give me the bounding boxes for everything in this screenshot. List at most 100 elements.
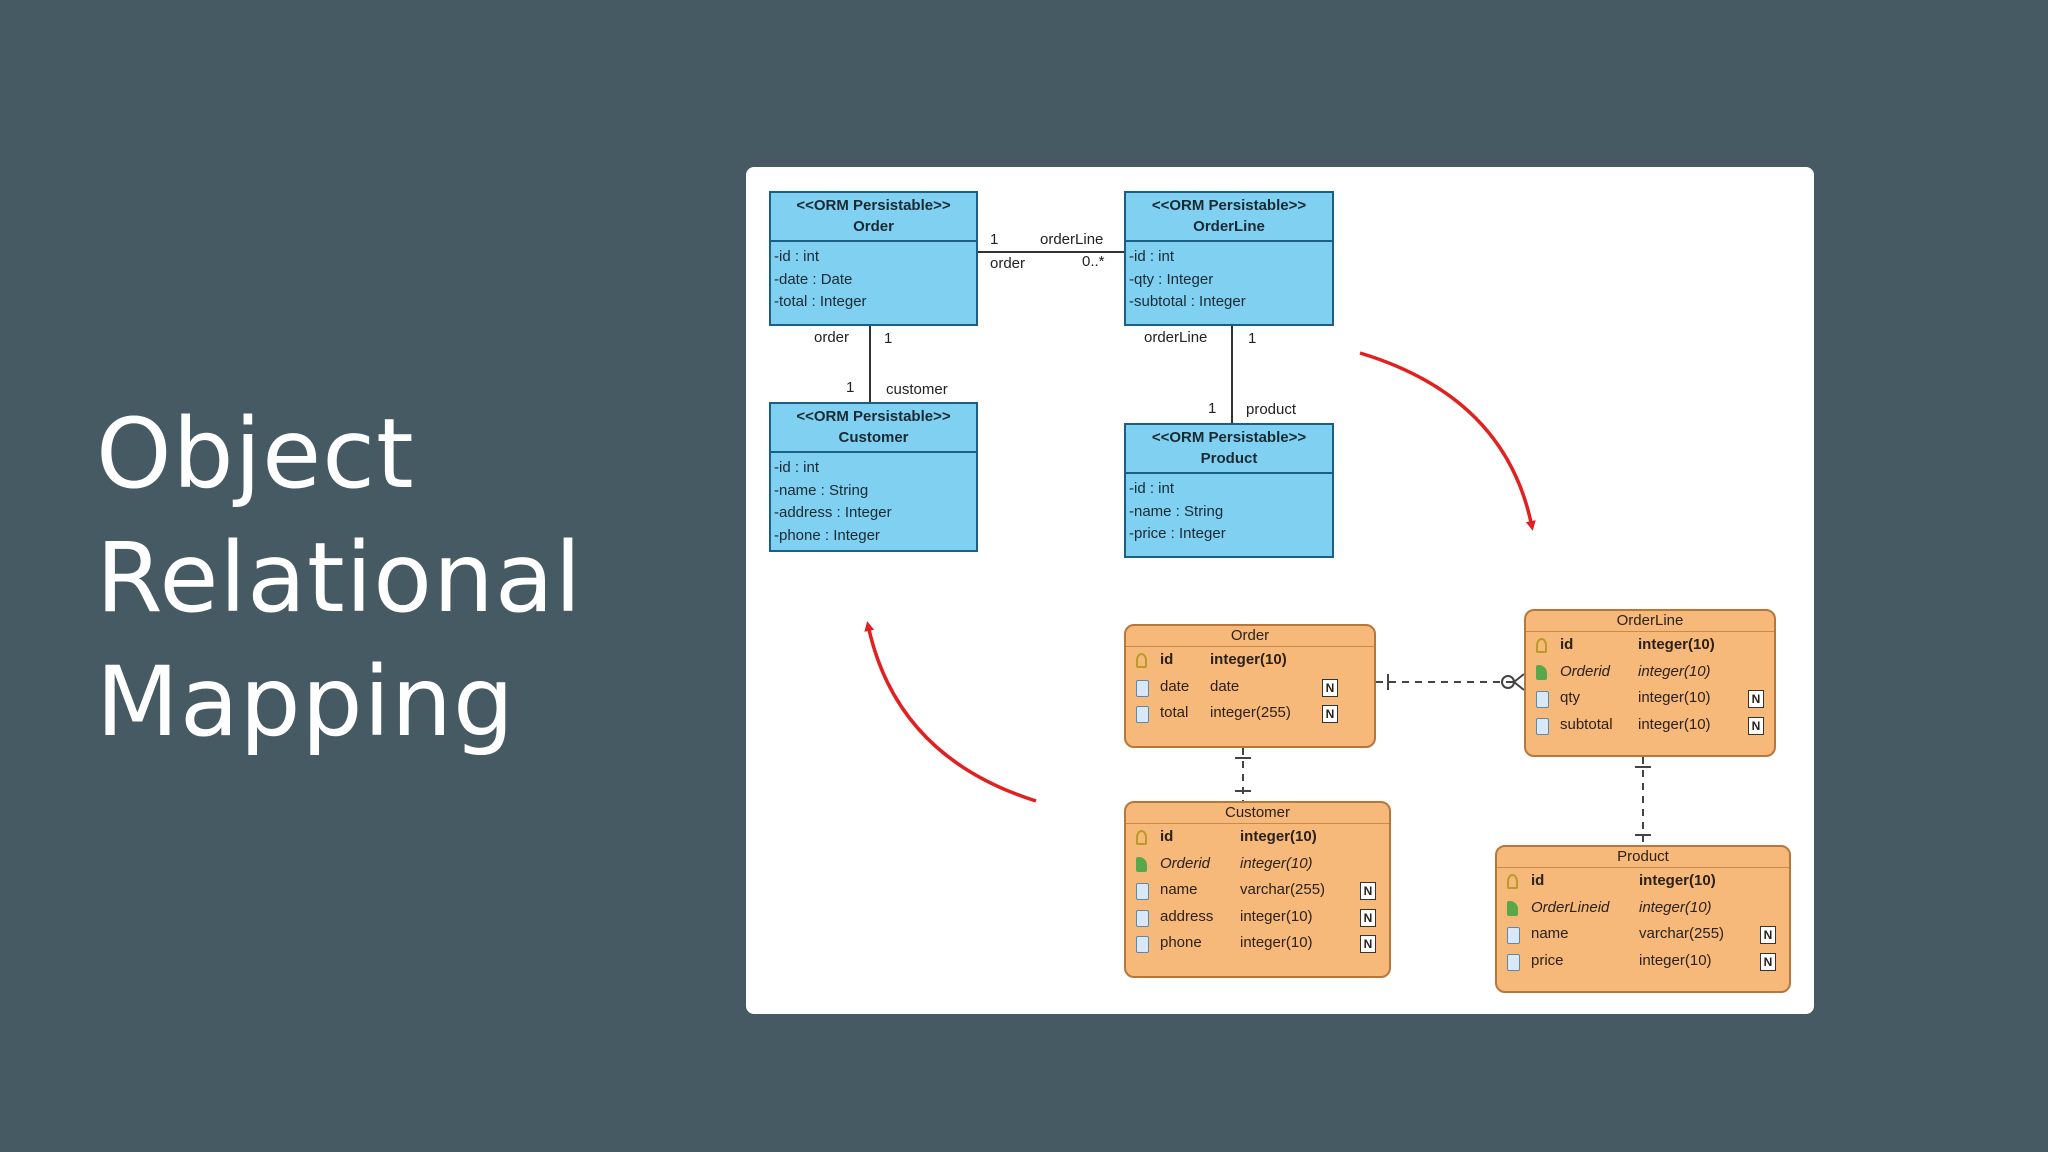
nullable-badge: N <box>1360 882 1376 900</box>
column-type: integer(10) <box>1638 636 1715 653</box>
column-icon <box>1136 679 1149 697</box>
assoc-mult: 0..* <box>1082 253 1105 270</box>
column-name: subtotal <box>1560 715 1613 733</box>
class-name: OrderLine <box>1193 218 1265 235</box>
class-name: Order <box>853 218 894 235</box>
assoc-mult: 1 <box>846 379 855 396</box>
class-attributes: -id : int -name : String -price : Intege… <box>1126 474 1332 550</box>
assoc-mult: 1 <box>884 330 893 347</box>
column-name: address <box>1160 907 1214 925</box>
column-type: integer(10) <box>1240 854 1313 872</box>
assoc-mult: 1 <box>1208 400 1217 417</box>
diagram-panel: 1 orderLine order 0..* order 1 1 custome… <box>746 167 1814 1014</box>
primary-key-icon <box>1136 653 1147 668</box>
class-attributes: -id : int -name : String -address : Inte… <box>771 453 976 551</box>
class-attribute: -id : int <box>774 248 820 265</box>
class-attribute: -phone : Integer <box>774 526 880 544</box>
column-name: Orderid <box>1560 662 1611 680</box>
uml-class-customer: <<ORM Persistable>>Customer -id : int -n… <box>769 402 978 552</box>
column-type: integer(10) <box>1240 934 1313 951</box>
title-line: Relational <box>96 522 583 634</box>
class-header: <<ORM Persistable>>Customer <box>771 404 976 453</box>
column-icon <box>1536 691 1549 708</box>
column-icon <box>1507 927 1520 944</box>
primary-key-icon <box>1536 638 1547 653</box>
uml-class-product: <<ORM Persistable>>Product -id : int -na… <box>1124 423 1334 558</box>
table-name: Customer <box>1126 803 1389 824</box>
title-line: Object <box>96 398 415 510</box>
mapping-arrow-to-classes <box>864 621 1037 803</box>
uml-class-orderline: <<ORM Persistable>> OrderLine -id : int -… <box>1124 191 1334 326</box>
assoc-role: customer <box>886 381 948 398</box>
foreign-key-icon <box>1507 900 1518 916</box>
table-row: phone integer(10) N <box>1126 930 1389 957</box>
primary-key-icon <box>1507 874 1518 889</box>
assoc-mult: 1 <box>990 231 999 248</box>
class-attribute: -qty : Integer <box>1129 270 1214 288</box>
table-row: Orderid integer(10) <box>1126 851 1389 878</box>
nullable-badge: N <box>1322 705 1338 723</box>
table-row: Orderid integer(10) <box>1526 659 1774 686</box>
column-type: integer(10) <box>1639 898 1712 916</box>
class-header: <<ORM Persistable>> OrderLine <box>1126 193 1332 242</box>
column-name: id <box>1160 828 1174 845</box>
column-icon <box>1136 706 1149 723</box>
column-icon <box>1536 717 1549 735</box>
class-attribute: -id : int <box>1129 248 1175 265</box>
column-name: total <box>1160 704 1189 721</box>
column-name: name <box>1531 925 1569 942</box>
nullable-badge: N <box>1360 935 1376 953</box>
class-header: <<ORM Persistable>> Order <box>771 193 976 242</box>
class-attribute: -id : int <box>1129 480 1175 497</box>
column-type: integer(10) <box>1639 951 1712 969</box>
column-type: date <box>1210 677 1240 695</box>
class-attribute: -subtotal : Integer <box>1129 293 1246 310</box>
column-name: qty <box>1560 689 1581 706</box>
class-attribute: -name : String <box>774 481 869 499</box>
class-stereotype: <<ORM Persistable>> <box>1151 197 1307 214</box>
column-name: name <box>1160 881 1198 898</box>
class-attribute: -address : Integer <box>774 504 892 521</box>
class-stereotype: <<ORM Persistable>> <box>1151 429 1307 446</box>
class-attributes: -id : int -qty : Integer -subtotal : Int… <box>1126 242 1332 318</box>
column-icon <box>1507 953 1520 971</box>
column-type: integer(10) <box>1240 828 1317 845</box>
mapping-arrow-to-tables <box>1359 351 1536 531</box>
assoc-mult: 1 <box>1248 330 1257 347</box>
slide-title: Object Relational Mapping <box>96 392 582 764</box>
column-name: Orderid <box>1160 854 1211 872</box>
class-attribute: -total : Integer <box>774 293 867 310</box>
rel-crowfoot <box>1513 681 1525 691</box>
column-type: varchar(255) <box>1240 881 1326 898</box>
connectors-layer <box>864 251 1651 845</box>
column-type: varchar(255) <box>1639 925 1725 942</box>
rel-crowfoot <box>1513 673 1525 683</box>
class-name: Customer <box>838 429 909 446</box>
uml-class-order: <<ORM Persistable>>Order -id : int -date… <box>769 191 978 326</box>
column-name: phone <box>1160 934 1202 951</box>
foreign-key-icon <box>1536 664 1547 680</box>
column-name: date <box>1160 677 1190 695</box>
assoc-role: orderLine <box>1040 231 1104 248</box>
foreign-key-icon <box>1136 856 1147 872</box>
column-name: id <box>1160 651 1174 668</box>
column-type: integer(10) <box>1638 662 1711 680</box>
title-line: Mapping <box>96 646 515 758</box>
column-icon <box>1136 883 1149 900</box>
class-stereotype: <<ORM Persistable>> <box>796 197 951 214</box>
assoc-role: order <box>990 255 1026 272</box>
class-attribute: -name : String <box>1129 502 1224 520</box>
